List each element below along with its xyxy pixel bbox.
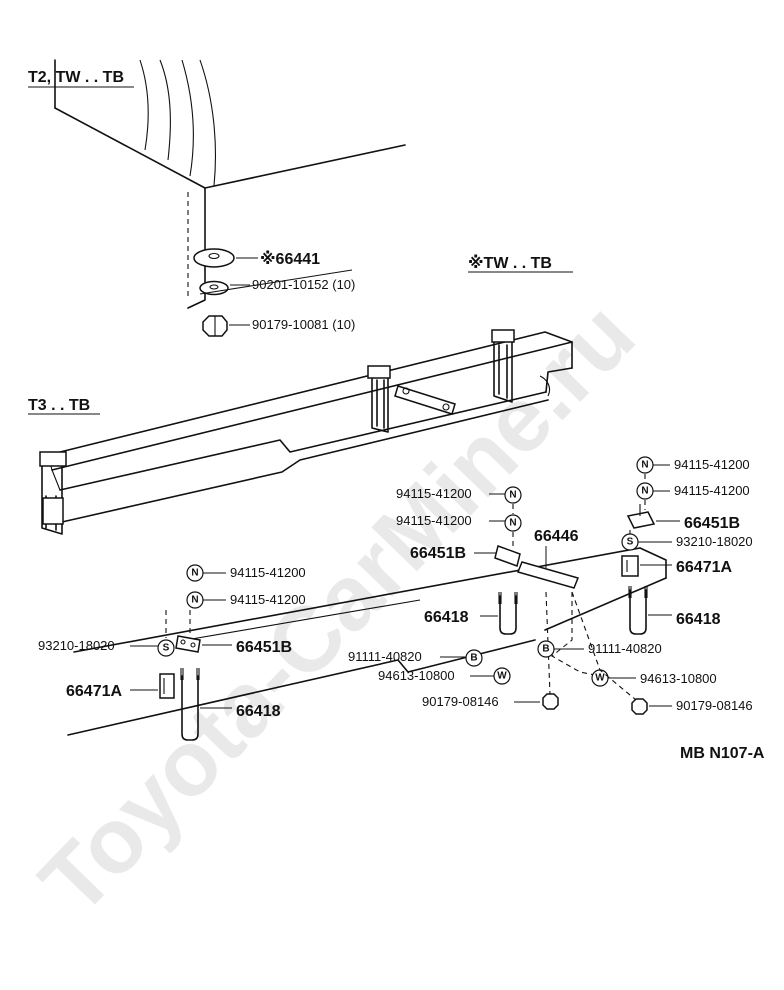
upper-hanger-right [491,329,515,403]
header-t2-tw-tb: T2, TW . . TB [28,69,124,86]
label-mid-66418: 66418 [424,609,469,626]
mid-ubolt-66418 [498,592,518,635]
mid-bolt-symbol: B [465,649,483,667]
upper-cross-bracket [394,385,456,415]
label-mid-66446: 66446 [534,528,579,545]
svg-text:N: N [509,490,516,501]
label-90179-10081: 90179-10081 (10) [252,317,355,332]
diagram-code: MB N107-A [680,745,765,762]
right-nut-part [631,698,648,715]
right-spacer-symbol: S [621,533,639,551]
mid-nut-symbol-2: N [504,514,522,532]
header-t3-tb: T3 . . TB [28,397,90,414]
svg-text:B: B [470,653,477,664]
right-bolt-symbol: B [537,640,555,658]
header-tw-tb: ※TW . . TB [468,254,552,272]
label-right-66418: 66418 [676,611,721,628]
label-right-94115-41200-a: 94115-41200 [674,457,750,472]
label-mid-66451b: 66451B [410,545,466,562]
svg-text:N: N [191,568,198,579]
pad-66441 [193,248,235,268]
bed-body [54,59,406,309]
label-right-91111-40820: 91111-40820 [588,641,662,656]
mid-nut-part [542,693,559,710]
nut-90179-10081 [202,315,228,337]
label-left-66471a: 66471A [66,683,122,700]
label-90201-10152: 90201-10152 (10) [252,277,355,292]
svg-text:W: W [497,671,507,682]
label-left-93210-18020: 93210-18020 [38,638,115,653]
mid-plate-66451b [494,545,521,567]
label-right-66451b: 66451B [684,515,740,532]
mid-bar-66446 [516,561,580,589]
upper-hanger-middle [367,365,391,433]
label-mid-94613-10800: 94613-10800 [378,668,455,683]
label-66441: ※66441 [260,250,320,268]
upper-hanger-left [39,451,67,535]
mid-nut-symbol-1: N [504,486,522,504]
svg-text:W: W [595,673,605,684]
svg-text:B: B [542,644,549,655]
svg-text:N: N [191,595,198,606]
left-ubolt-66418 [180,668,200,741]
right-washer-symbol: W [591,669,609,687]
svg-text:N: N [641,460,648,471]
right-nut-symbol-2: N [636,482,654,500]
label-mid-90179-08146: 90179-08146 [422,694,499,709]
label-mid-94115-41200-a: 94115-41200 [396,486,472,501]
label-left-66451b: 66451B [236,639,292,656]
washer-90201 [199,280,229,296]
label-mid-91111-40820: 91111-40820 [348,649,422,664]
label-left-94115-41200-b: 94115-41200 [230,592,306,607]
left-plate-66451b [175,635,201,653]
svg-text:S: S [163,643,170,654]
left-spacer-symbol: S [157,639,175,657]
left-nut-symbol-1: N [186,564,204,582]
label-right-90179-08146: 90179-08146 [676,698,753,713]
label-right-94613-10800: 94613-10800 [640,671,717,686]
upper-frame-rail [47,331,573,523]
svg-text:S: S [627,537,634,548]
left-nut-symbol-2: N [186,591,204,609]
label-right-94115-41200-b: 94115-41200 [674,483,750,498]
right-ubolt-66418 [628,586,648,635]
left-block-66471a [159,673,175,699]
mid-washer-symbol: W [493,667,511,685]
label-left-94115-41200-a: 94115-41200 [230,565,306,580]
label-right-93210-18020: 93210-18020 [676,534,753,549]
svg-text:N: N [509,518,516,529]
svg-text:N: N [641,486,648,497]
label-left-66418: 66418 [236,703,281,720]
label-right-66471a: 66471A [676,559,732,576]
right-block-66471a [621,555,639,577]
label-mid-94115-41200-b: 94115-41200 [396,513,472,528]
right-plate-66451b [626,504,656,529]
right-nut-symbol-1: N [636,456,654,474]
watermark: Toyota-CarMine.ru [21,283,654,934]
